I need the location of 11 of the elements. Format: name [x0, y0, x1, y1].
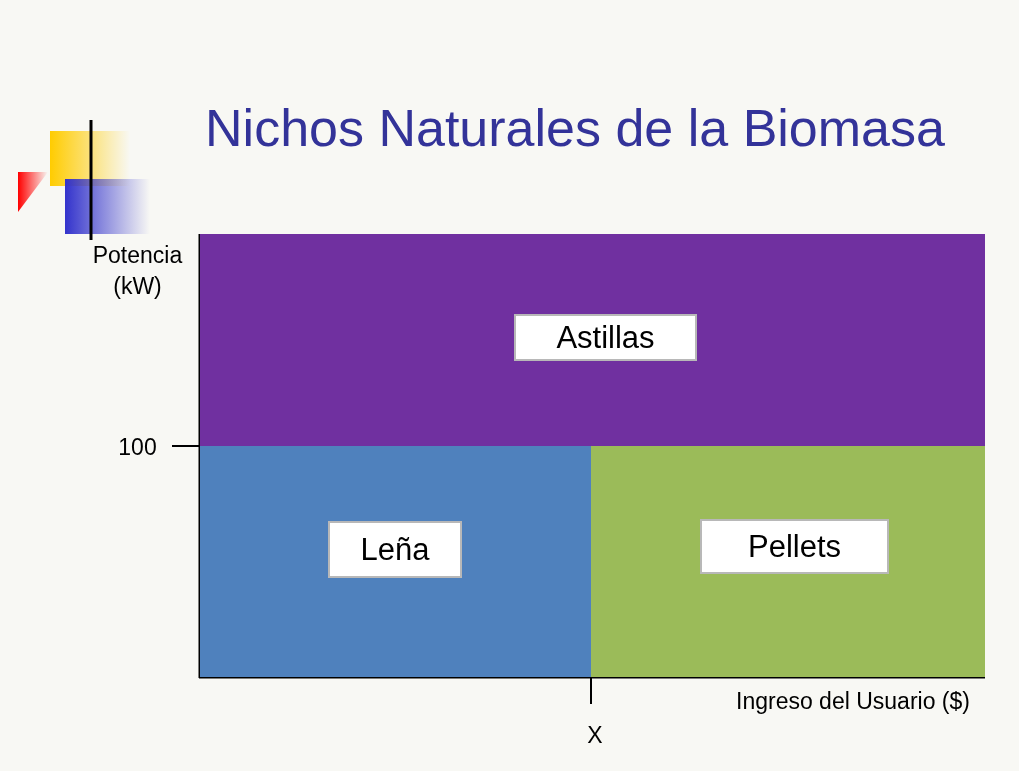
- tick-label: X: [586, 721, 604, 750]
- axis-label: Potencia (kW): [91, 241, 184, 302]
- axis-label: Ingreso del Usuario ($): [735, 687, 971, 716]
- region-block: [200, 446, 591, 677]
- region-label: Leña: [328, 521, 462, 578]
- slide-title: Nichos Naturales de la Biomasa: [204, 98, 946, 158]
- region-block: [200, 234, 985, 446]
- region-block: [591, 446, 985, 677]
- region-label: Astillas: [514, 314, 697, 361]
- region-label: Pellets: [700, 519, 889, 574]
- tick-label: 100: [117, 433, 158, 462]
